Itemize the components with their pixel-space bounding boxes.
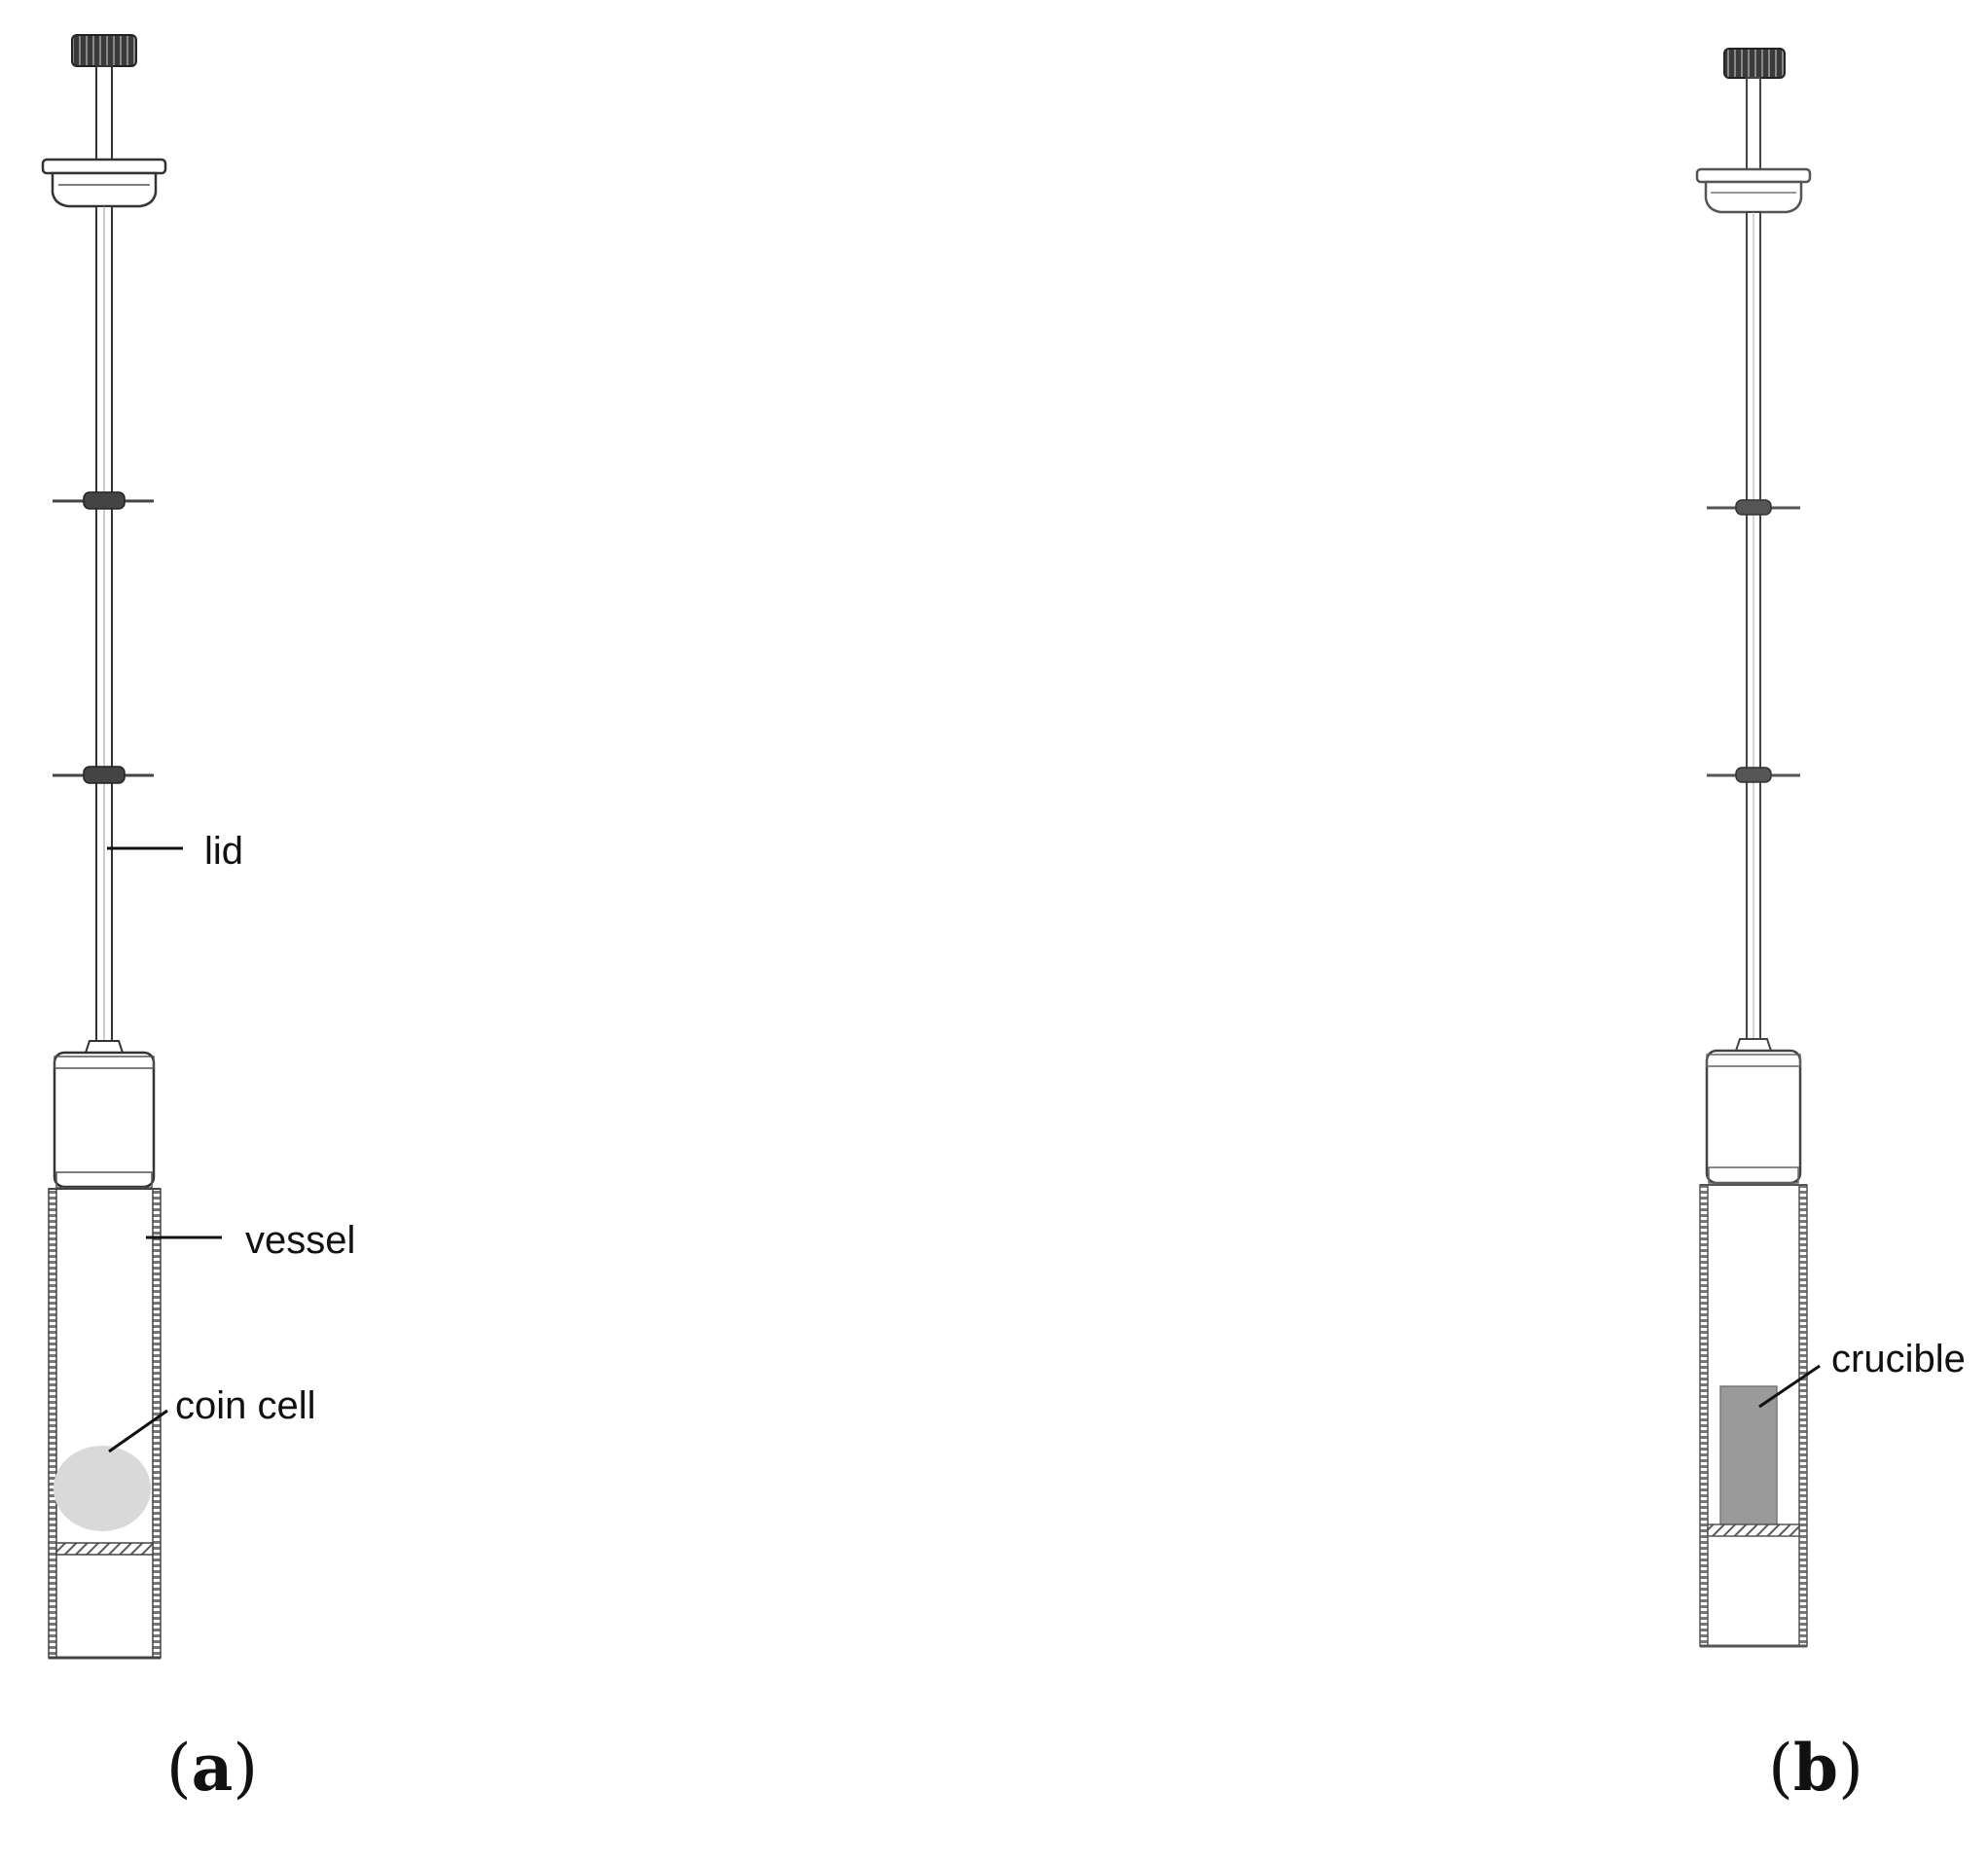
support-plate — [1707, 1523, 1800, 1537]
lid-neck — [84, 1040, 125, 1054]
cap-body — [1704, 180, 1803, 214]
knob-icon — [1723, 48, 1786, 79]
label-coin-cell: coin cell — [175, 1384, 316, 1427]
rod-ring — [83, 766, 126, 784]
caption-b: (b) — [1768, 1730, 1863, 1806]
panel-a-apparatus: lid vessel coin cell (a) — [41, 34, 355, 1806]
panel-b-apparatus: crucible (b) — [1695, 48, 1966, 1806]
vessel-right-wall — [1798, 1184, 1808, 1647]
vessel-right-wall — [152, 1188, 162, 1659]
support-plate — [55, 1542, 154, 1556]
rod-top — [95, 65, 113, 164]
lid-body — [53, 1051, 156, 1189]
rod-ring — [1735, 767, 1772, 783]
label-vessel: vessel — [245, 1219, 355, 1262]
vessel-left-wall — [48, 1188, 57, 1659]
vessel-left-wall — [1699, 1184, 1709, 1647]
cap-flange — [1695, 167, 1812, 184]
rod-ring — [1735, 499, 1772, 516]
coin-cell — [54, 1446, 151, 1531]
rod-ring — [83, 491, 126, 510]
rod-top — [1746, 77, 1761, 174]
caption-a: (a) — [166, 1730, 258, 1806]
knob-icon — [71, 34, 137, 67]
label-crucible: crucible — [1831, 1338, 1966, 1380]
crucible — [1719, 1385, 1778, 1525]
lid-neck — [1734, 1038, 1773, 1052]
coin-cell-leader-line — [108, 1409, 168, 1453]
cap-flange — [41, 158, 167, 175]
cap-body — [51, 171, 158, 208]
lid-body — [1705, 1049, 1802, 1185]
crucible-leader-line — [1758, 1364, 1821, 1409]
label-lid: lid — [204, 830, 243, 873]
